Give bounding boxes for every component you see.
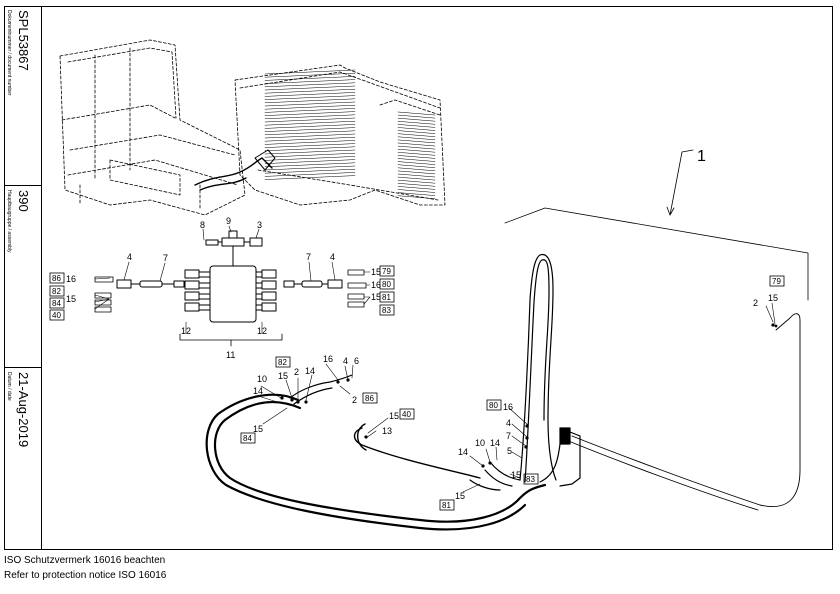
box-82-mid: 82 (275, 356, 291, 368)
box-84-left: 84 (49, 297, 65, 309)
callout-9: 9 (226, 216, 231, 226)
callout-3: 3 (257, 220, 262, 230)
box-84-mid: 84 (240, 432, 256, 444)
callout-15-r2: 15 (371, 292, 381, 302)
box-86-mid: 86 (362, 392, 378, 404)
callout-8: 8 (200, 220, 205, 230)
callout-14-left: 14 (253, 386, 263, 396)
callout-7-left: 7 (163, 253, 168, 263)
hose-loop-left (205, 393, 547, 531)
junction-clamp (539, 427, 581, 487)
drawing-frame (4, 6, 833, 550)
hose-middle (353, 423, 481, 479)
callout-10-right: 10 (475, 438, 485, 448)
callout-4-left: 4 (127, 252, 132, 262)
svg-text:83: 83 (382, 306, 391, 315)
svg-text:84: 84 (52, 299, 61, 308)
radiator-fins (264, 69, 436, 199)
callout-6: 6 (354, 356, 359, 366)
callout-4-right: 4 (330, 252, 335, 262)
callout-7-right-mid: 7 (506, 431, 511, 441)
callout-15-right-top: 15 (768, 293, 778, 303)
box-40-left: 40 (49, 309, 65, 321)
left-sleeves (94, 276, 114, 313)
box-81-mid: 81 (439, 499, 455, 511)
title-cell-document-number: Dokumentnummer / document number SPL5386… (4, 6, 41, 186)
callout-5: 5 (507, 446, 512, 456)
hose-right-return (565, 313, 801, 511)
callout-12-left: 12 (181, 326, 191, 336)
svg-text:80: 80 (382, 280, 391, 289)
callout-2-mid: 2 (294, 367, 299, 377)
svg-text:40: 40 (52, 311, 61, 320)
right-sleeves (347, 269, 367, 308)
callout-numbers: 1 8 9 3 4 7 7 4 16 15 15 16 15 12 12 11 … (66, 148, 778, 501)
callout-15-mid: 15 (278, 371, 288, 381)
callout-13: 13 (382, 426, 392, 436)
callout-4-mid: 4 (343, 356, 348, 366)
svg-text:79: 79 (382, 267, 391, 276)
box-82-left: 82 (49, 285, 65, 297)
callout-10-left: 10 (257, 374, 267, 384)
callout-16-mid: 16 (323, 354, 333, 364)
svg-text:81: 81 (442, 501, 451, 510)
callout-14-right-b: 14 (458, 447, 468, 457)
callout-15-bottom: 15 (455, 491, 465, 501)
callout-2-lower: 2 (352, 395, 357, 405)
svg-text:82: 82 (278, 358, 287, 367)
callout-15-left: 15 (66, 294, 76, 304)
svg-text:81: 81 (382, 293, 391, 302)
box-80-right: 80 (379, 278, 395, 290)
assembly-1-frame (504, 149, 809, 301)
callout-16-left: 16 (66, 274, 76, 284)
svg-text:82: 82 (52, 287, 61, 296)
callout-12-right: 12 (257, 326, 267, 336)
svg-text:80: 80 (489, 401, 498, 410)
svg-text:40: 40 (402, 410, 411, 419)
callout-11: 11 (226, 350, 235, 360)
callout-15-r1: 15 (371, 267, 381, 277)
callout-4-right-mid: 4 (506, 418, 511, 428)
svg-text:86: 86 (52, 274, 61, 283)
box-80-mid: 80 (486, 399, 502, 411)
left-fittings (116, 279, 185, 289)
callout-15-right-low: 15 (511, 470, 521, 480)
box-83-mid: 83 (523, 473, 539, 485)
upper-hose-run (194, 149, 276, 191)
right-fittings (283, 279, 343, 289)
callout-16-right: 16 (371, 280, 381, 290)
svg-text:79: 79 (772, 277, 781, 286)
box-81-right: 81 (379, 291, 395, 303)
callout-14-right-a: 14 (490, 438, 500, 448)
callout-14-mid: 14 (305, 366, 315, 376)
callout-15-center: 15 (389, 411, 399, 421)
distributor-block (184, 230, 277, 323)
callout-7-right: 7 (306, 252, 311, 262)
callout-15-left-lower: 15 (253, 424, 263, 434)
box-83-right: 83 (379, 304, 395, 316)
callout-2-right: 2 (753, 298, 758, 308)
svg-text:86: 86 (365, 394, 374, 403)
hose-upper-small (289, 374, 353, 405)
svg-text:84: 84 (243, 434, 252, 443)
box-86-left: 86 (49, 272, 65, 284)
lower-cluster (469, 461, 521, 491)
callout-16-right-mid: 16 (503, 402, 513, 412)
boxed-labels: 86 82 84 40 79 80 81 83 (49, 265, 785, 511)
box-40-mid: 40 (399, 408, 415, 420)
box-79-far-right: 79 (769, 275, 785, 287)
svg-text:83: 83 (526, 475, 535, 484)
callout-1: 1 (697, 148, 706, 165)
title-cell-assembly: Hauptbaugruppe / assembly 390 (4, 186, 41, 368)
protection-notice-en: Refer to protection notice ISO 16016 (4, 570, 167, 581)
hose-vertical (519, 253, 557, 483)
radiator-housing (234, 64, 446, 206)
protection-notice-de: ISO Schutzvermerk 16016 beachten (4, 555, 166, 566)
leader-lines (94, 225, 776, 493)
title-block: Dokumentnummer / document number SPL5386… (4, 6, 42, 550)
box-79-right: 79 (379, 265, 395, 277)
connection-dots (280, 323, 778, 468)
frame-left-isometric (59, 39, 246, 216)
